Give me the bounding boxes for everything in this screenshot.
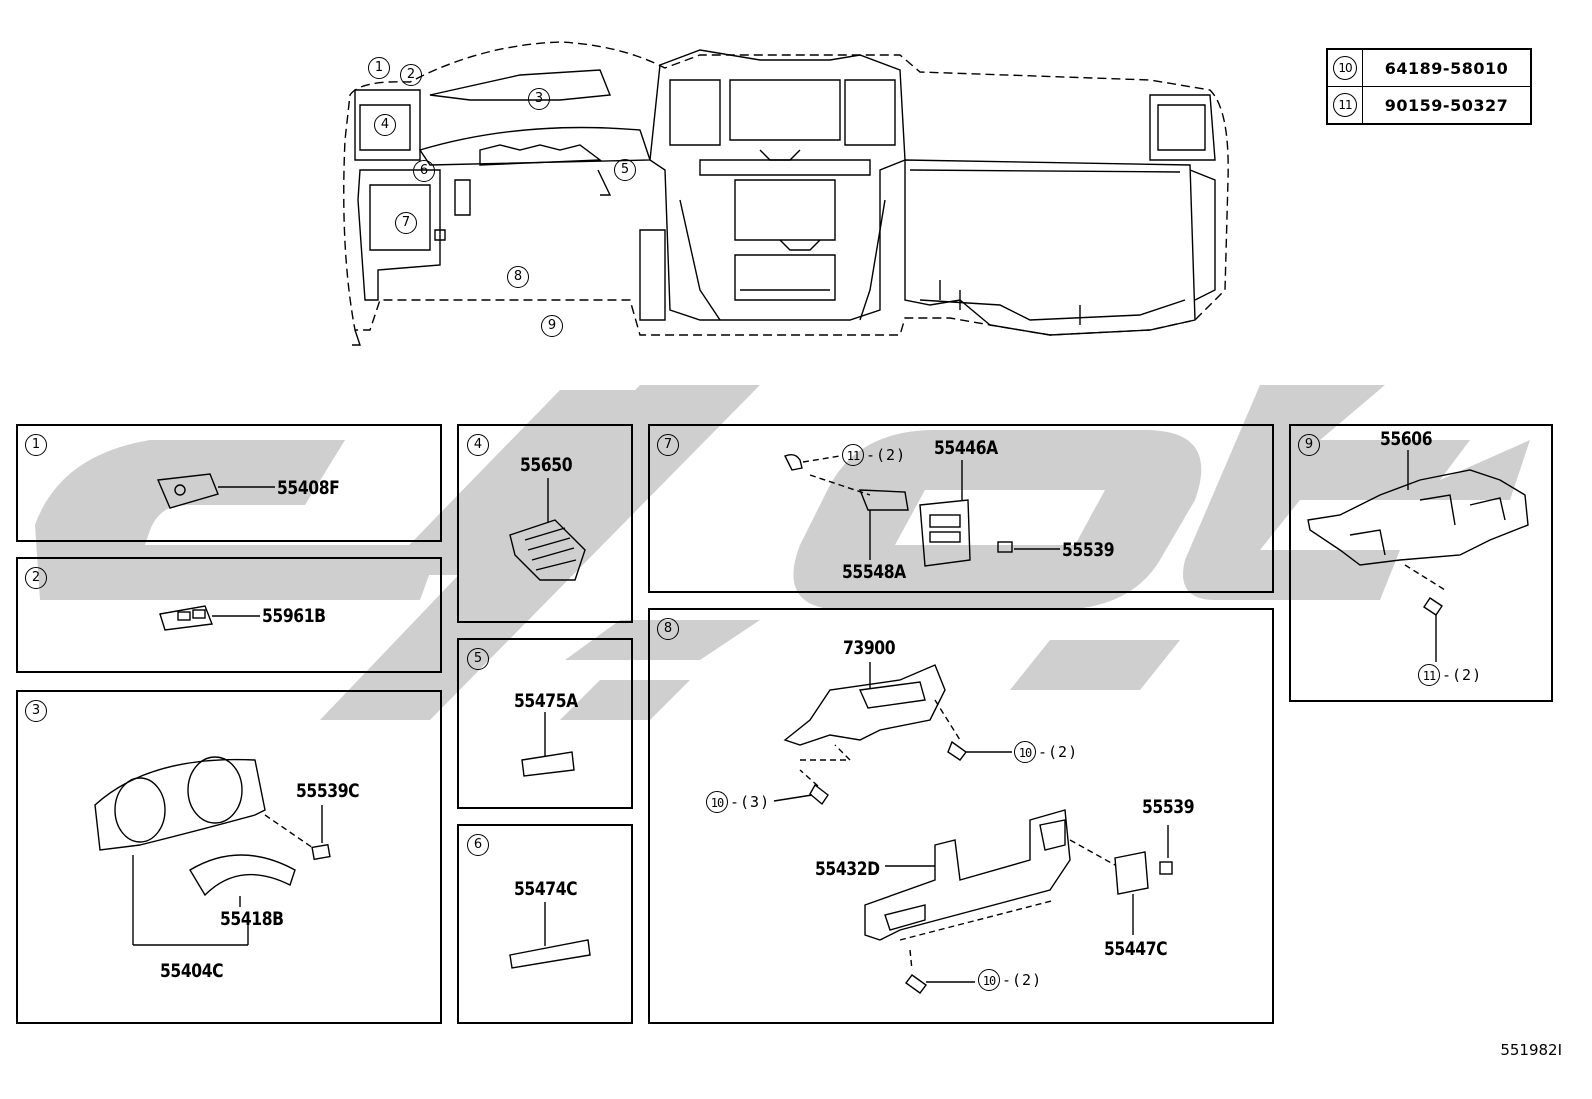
part-label-55474c: 55474C	[514, 878, 578, 900]
fastener-ref: 11	[842, 444, 864, 466]
panel-index: 9	[1298, 434, 1320, 456]
panel-index: 8	[657, 618, 679, 640]
panel-2	[16, 557, 442, 673]
overview-callout: 8	[507, 266, 529, 288]
part-label-55539: 55539	[1142, 796, 1195, 818]
panel-index: 4	[467, 434, 489, 456]
reference-row: 10 64189-58010	[1326, 48, 1532, 87]
fastener-qty: -(3)	[730, 793, 771, 811]
overview-callout: 5	[614, 159, 636, 181]
part-label-55606: 55606	[1380, 428, 1433, 450]
overview-callout: 1	[368, 57, 390, 79]
overview-callout: 7	[395, 212, 417, 234]
panel-index: 3	[25, 700, 47, 722]
part-label-55475a: 55475A	[514, 690, 578, 712]
fastener-callout: 10-(2)	[1014, 741, 1078, 763]
overview-callout: 6	[413, 160, 435, 182]
overview-callout: 3	[528, 88, 550, 110]
part-label-55539c: 55539C	[296, 780, 360, 802]
diagram-code: 551982I	[1500, 1041, 1562, 1059]
part-label-55650: 55650	[520, 454, 573, 476]
part-label-55418b: 55418B	[220, 908, 284, 930]
panel-6	[457, 824, 633, 1024]
fastener-callout: 10-(3)	[706, 791, 770, 813]
fastener-callout: 10-(2)	[978, 969, 1042, 991]
reference-part-number: 64189-58010	[1362, 48, 1532, 87]
fastener-reference-table: 10 64189-58010 11 90159-50327	[1326, 48, 1532, 125]
overview-callout: 2	[400, 64, 422, 86]
reference-part-number: 90159-50327	[1362, 86, 1532, 125]
overview-callout: 9	[541, 315, 563, 337]
panel-9	[1289, 424, 1553, 702]
part-label-73900: 73900	[843, 637, 896, 659]
panel-index: 1	[25, 434, 47, 456]
reference-index: 11	[1333, 93, 1357, 117]
reference-index: 10	[1333, 56, 1357, 80]
panel-3	[16, 690, 442, 1024]
fastener-ref: 10	[1014, 741, 1036, 763]
panel-5	[457, 638, 633, 809]
overview-callout: 4	[374, 114, 396, 136]
part-label-55961b: 55961B	[262, 605, 326, 627]
fastener-ref: 10	[978, 969, 1000, 991]
part-label-55446a: 55446A	[934, 437, 998, 459]
part-label-55404c: 55404C	[160, 960, 224, 982]
fastener-callout: 11-(2)	[1418, 664, 1482, 686]
panel-4	[457, 424, 633, 623]
panel-index: 6	[467, 834, 489, 856]
part-label-55408f: 55408F	[277, 477, 340, 499]
fastener-qty: -(2)	[866, 446, 907, 464]
panel-7	[648, 424, 1274, 593]
part-label-55432d: 55432D	[815, 858, 880, 880]
panel-index: 5	[467, 648, 489, 670]
fastener-qty: -(2)	[1038, 743, 1079, 761]
fastener-callout: 11-(2)	[842, 444, 906, 466]
reference-row: 11 90159-50327	[1326, 86, 1532, 125]
part-label-55447c: 55447C	[1104, 938, 1168, 960]
part-label-55539: 55539	[1062, 539, 1115, 561]
panel-8	[648, 608, 1274, 1024]
part-label-55548a: 55548A	[842, 561, 906, 583]
panel-index: 2	[25, 567, 47, 589]
panel-1	[16, 424, 442, 542]
fastener-ref: 11	[1418, 664, 1440, 686]
panel-index: 7	[657, 434, 679, 456]
fastener-qty: -(2)	[1002, 971, 1043, 989]
fastener-ref: 10	[706, 791, 728, 813]
fastener-qty: -(2)	[1442, 666, 1483, 684]
